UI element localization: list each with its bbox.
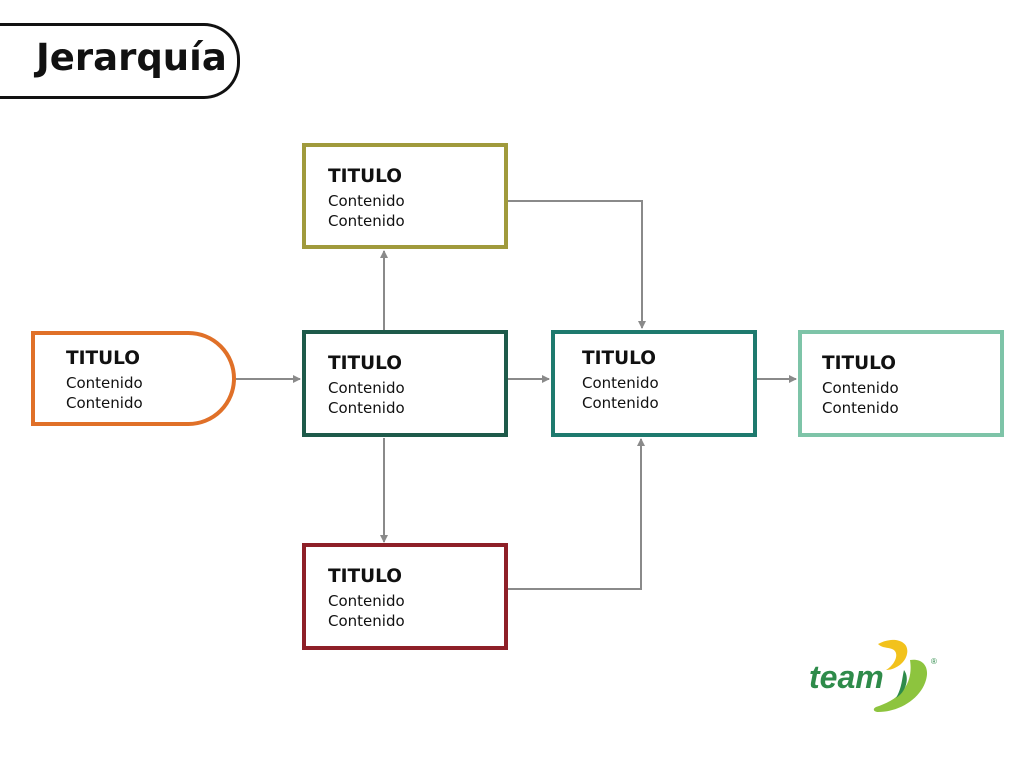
arrow-top-to-merge [508,200,646,329]
node-bottom: TITULO Contenido Contenido [302,543,508,650]
node-title: TITULO [328,353,402,374]
node-title: TITULO [328,166,402,187]
node-merge: TITULO Contenido Contenido [551,330,757,437]
node-start: TITULO Contenido Contenido [31,331,236,426]
title-tab [0,23,240,99]
node-title: TITULO [822,353,896,374]
node-content: Contenido [328,612,405,630]
node-content: Contenido [582,394,659,412]
node-content: Contenido [822,399,899,417]
logo-swoosh-green [896,670,907,698]
node-content: Contenido [328,192,405,210]
node-title: TITULO [582,348,656,369]
node-top: TITULO Contenido Contenido [302,143,508,249]
node-center: TITULO Contenido Contenido [302,330,508,437]
logo-registered-mark: ® [931,657,937,666]
page-title: Jerarquía [36,36,227,79]
node-title: TITULO [66,348,140,369]
node-title: TITULO [328,566,402,587]
logo-swoosh-lime [873,659,928,712]
node-content: Contenido [328,212,405,230]
node-content: Contenido [582,374,659,392]
node-content: Contenido [822,379,899,397]
node-content: Contenido [328,379,405,397]
node-content: Contenido [328,592,405,610]
logo-wordmark: team [809,659,884,695]
logo-swoosh-yellow [878,639,908,670]
node-content: Contenido [66,374,143,392]
node-content: Contenido [328,399,405,417]
node-end: TITULO Contenido Contenido [798,330,1004,437]
node-content: Contenido [66,394,143,412]
arrow-bottom-to-merge [508,438,645,590]
team-logo: team ® [809,639,937,712]
